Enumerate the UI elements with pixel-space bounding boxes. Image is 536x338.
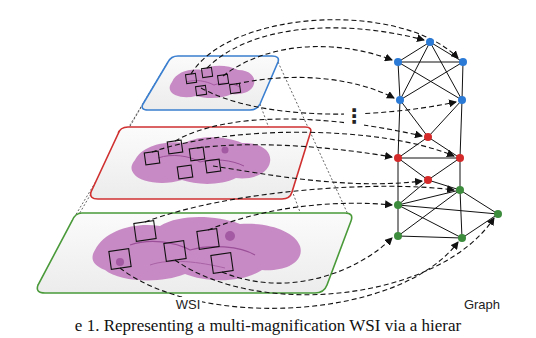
graph-nodes (394, 38, 502, 242)
graph-label: Graph (462, 297, 502, 312)
patches-small (185, 67, 240, 95)
wsi-label: WSI (174, 297, 203, 312)
ellipsis-mark: ⋮ (344, 106, 364, 126)
graph-edges (398, 42, 498, 238)
patches-large (109, 221, 233, 274)
figure-caption: e 1. Representing a multi-magnification … (75, 316, 461, 336)
mid-magnification-level (91, 127, 311, 199)
mapping-arrows (120, 20, 494, 309)
high-magnification-level (142, 56, 278, 110)
patches-medium (144, 140, 221, 179)
